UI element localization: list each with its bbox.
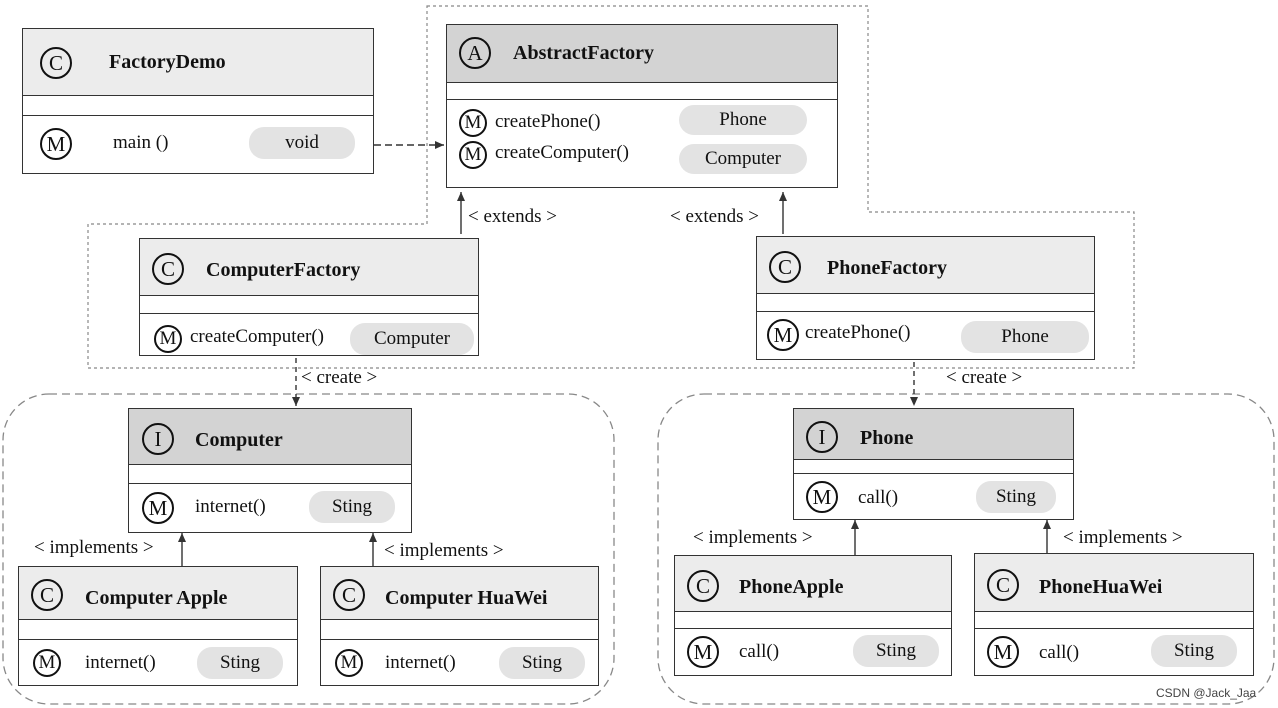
method-icon: M: [154, 325, 182, 353]
class-attributes-divider: [321, 639, 598, 640]
return-type-badge: Phone: [679, 105, 807, 135]
class-attributes-divider: [23, 115, 373, 116]
interface-stereotype-icon: I: [142, 423, 174, 455]
class-computer-apple[interactable]: C Computer Apple M internet() Sting: [18, 566, 298, 686]
method-icon: M: [459, 141, 487, 169]
method-icon: M: [987, 636, 1019, 668]
class-stereotype-icon: C: [152, 253, 184, 285]
return-type-badge: Computer: [679, 144, 807, 174]
method-name: createComputer(): [190, 326, 324, 347]
method-icon: M: [142, 492, 174, 524]
class-header: [757, 237, 1094, 294]
class-name: Computer HuaWei: [385, 587, 548, 609]
class-header: [140, 239, 478, 296]
class-header: [129, 409, 411, 465]
implements-label-phone-huawei: < implements >: [1063, 527, 1183, 548]
method-icon: M: [767, 319, 799, 351]
class-attributes-divider: [19, 639, 297, 640]
class-stereotype-icon: A: [459, 37, 491, 69]
return-type-badge: Sting: [309, 491, 395, 523]
class-name: Computer Apple: [85, 587, 228, 609]
method-name: internet(): [85, 652, 156, 673]
class-stereotype-icon: C: [987, 569, 1019, 601]
class-header: [447, 25, 837, 83]
class-factory-demo[interactable]: C FactoryDemo M main () void: [22, 28, 374, 174]
method-name: call(): [858, 487, 899, 508]
return-type-badge: Sting: [499, 647, 585, 679]
method-icon: M: [40, 128, 72, 160]
class-name: Phone: [860, 427, 914, 449]
factory-group-boundary: [87, 5, 1135, 369]
class-phone-apple[interactable]: C PhoneApple M call() Sting: [674, 555, 952, 676]
class-attributes-divider: [757, 311, 1094, 312]
class-header: [321, 567, 598, 620]
class-stereotype-icon: C: [40, 47, 72, 79]
method-icon: M: [459, 109, 487, 137]
class-attributes-divider: [140, 313, 478, 314]
class-stereotype-icon: C: [31, 579, 63, 611]
return-type-badge: Sting: [853, 635, 939, 667]
class-name: ComputerFactory: [206, 259, 361, 281]
method-icon: M: [33, 649, 61, 677]
class-header: [794, 409, 1073, 460]
class-header: [975, 554, 1253, 612]
class-header: [675, 556, 951, 612]
class-attributes-divider: [675, 628, 951, 629]
return-type-badge: Sting: [1151, 635, 1237, 667]
method-icon: M: [335, 649, 363, 677]
class-phone-huawei[interactable]: C PhoneHuaWei M call() Sting: [974, 553, 1254, 676]
class-computer-huawei[interactable]: C Computer HuaWei M internet() Sting: [320, 566, 599, 686]
class-name: AbstractFactory: [513, 42, 655, 64]
method-name: internet(): [195, 496, 266, 517]
class-attributes-divider: [447, 99, 837, 100]
return-type-badge: Phone: [961, 321, 1089, 353]
return-type-badge: Computer: [350, 323, 474, 355]
class-abstract-factory[interactable]: A AbstractFactory M createPhone() Phone …: [446, 24, 838, 188]
method-name: call(): [1039, 642, 1080, 663]
phone-group-boundary: [657, 393, 1275, 705]
create-label-left: < create >: [301, 367, 378, 388]
return-type-badge: Sting: [976, 481, 1056, 513]
method-icon: M: [687, 636, 719, 668]
class-attributes-divider: [129, 483, 411, 484]
method-name: createPhone(): [805, 322, 911, 343]
implements-label-phone-apple: < implements >: [693, 527, 813, 548]
class-computer-factory[interactable]: C ComputerFactory M createComputer() Com…: [139, 238, 479, 356]
create-label-right: < create >: [946, 367, 1023, 388]
method-name: createComputer(): [495, 142, 629, 163]
extends-label-left: < extends >: [468, 206, 557, 227]
class-stereotype-icon: C: [333, 579, 365, 611]
class-attributes-divider: [794, 473, 1073, 474]
return-type-badge: void: [249, 127, 355, 159]
class-name: PhoneHuaWei: [1039, 576, 1163, 598]
implements-label-computer-huawei: < implements >: [384, 540, 504, 561]
extends-label-right: < extends >: [670, 206, 759, 227]
class-header: [19, 567, 297, 620]
interface-stereotype-icon: I: [806, 421, 838, 453]
class-name: PhoneApple: [739, 576, 844, 598]
method-name: createPhone(): [495, 111, 601, 132]
class-stereotype-icon: C: [687, 570, 719, 602]
method-name: main (): [113, 132, 169, 153]
class-name: FactoryDemo: [109, 51, 226, 73]
watermark: CSDN @Jack_Jaa: [1156, 686, 1257, 700]
class-attributes-divider: [975, 628, 1253, 629]
class-phone-factory[interactable]: C PhoneFactory M createPhone() Phone: [756, 236, 1095, 360]
class-header: [23, 29, 373, 96]
method-icon: M: [806, 481, 838, 513]
implements-label-computer-apple: < implements >: [34, 537, 154, 558]
method-name: internet(): [385, 652, 456, 673]
class-name: Computer: [195, 429, 283, 451]
interface-computer[interactable]: I Computer M internet() Sting: [128, 408, 412, 533]
class-stereotype-icon: C: [769, 251, 801, 283]
return-type-badge: Sting: [197, 647, 283, 679]
method-name: call(): [739, 641, 780, 662]
interface-phone[interactable]: I Phone M call() Sting: [793, 408, 1074, 520]
class-name: PhoneFactory: [827, 257, 947, 279]
